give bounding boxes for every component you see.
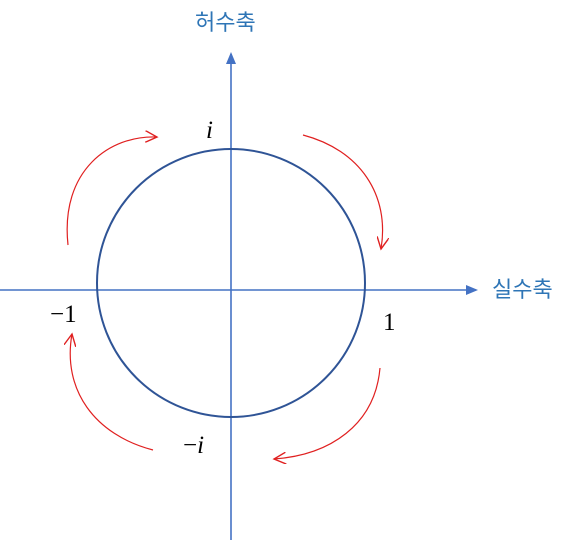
rotation-arrow-bottom-left	[70, 334, 154, 451]
imaginary-axis-label: 허수축	[195, 10, 256, 35]
label-plus-i: i	[206, 117, 213, 144]
label-minus-one: −1	[50, 301, 77, 328]
rotation-arrow-top-left	[66, 137, 157, 246]
rotation-arrow-top-right	[302, 134, 383, 249]
label-plus-one: 1	[383, 309, 396, 336]
rotation-arrow-bottom-right	[274, 367, 381, 459]
unit-circle	[96, 148, 366, 418]
label-minus-i: −i	[183, 432, 204, 459]
real-axis-label: 실수축	[492, 277, 553, 302]
